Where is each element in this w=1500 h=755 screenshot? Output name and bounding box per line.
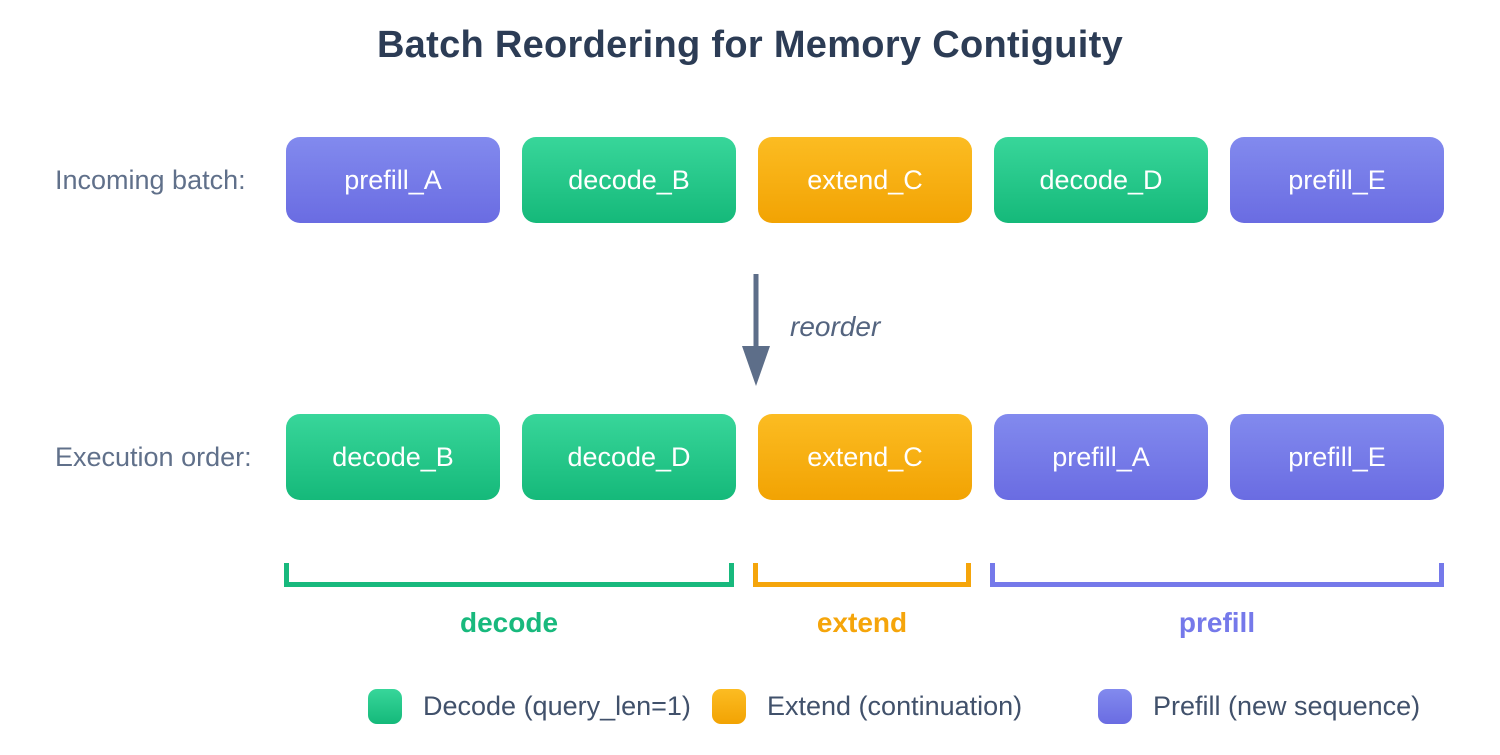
- execution-order-label: Execution order:: [55, 441, 252, 472]
- prefill-group-label: prefill: [1178, 607, 1256, 638]
- reorder-arrow-icon: [736, 270, 776, 388]
- page-title: Batch Reordering for Memory Contiguity: [376, 24, 1124, 66]
- decode-swatch-icon: [368, 689, 402, 724]
- legend-item-extend: Extend (continuation): [712, 689, 1022, 724]
- reorder-label: reorder: [790, 311, 881, 342]
- legend-item-prefill: Prefill (new sequence): [1098, 689, 1420, 724]
- batch-box: prefill_A: [286, 137, 500, 223]
- batch-box: decode_D: [994, 137, 1208, 223]
- batch-box: extend_C: [758, 414, 972, 500]
- execution-order-row: decode_B decode_D extend_C prefill_A pre…: [286, 414, 1444, 500]
- legend-item-decode: Decode (query_len=1): [368, 689, 691, 724]
- prefill-group-bracket: [990, 563, 1444, 587]
- legend-label: Prefill (new sequence): [1153, 691, 1421, 721]
- prefill-swatch-icon: [1098, 689, 1132, 724]
- extend-group-bracket: [753, 563, 971, 587]
- batch-box: extend_C: [758, 137, 972, 223]
- batch-box: prefill_E: [1230, 414, 1444, 500]
- batch-box: prefill_E: [1230, 137, 1444, 223]
- batch-box: decode_B: [286, 414, 500, 500]
- incoming-batch-row: prefill_A decode_B extend_C decode_D pre…: [286, 137, 1444, 223]
- extend-swatch-icon: [712, 689, 746, 724]
- batch-box: decode_D: [522, 414, 736, 500]
- extend-group-label: extend: [816, 607, 908, 638]
- batch-box: prefill_A: [994, 414, 1208, 500]
- legend-label: Decode (query_len=1): [423, 691, 691, 721]
- decode-group-label: decode: [459, 607, 559, 638]
- batch-box: decode_B: [522, 137, 736, 223]
- incoming-batch-label: Incoming batch:: [55, 164, 246, 195]
- legend-label: Extend (continuation): [767, 691, 1023, 721]
- decode-group-bracket: [284, 563, 734, 587]
